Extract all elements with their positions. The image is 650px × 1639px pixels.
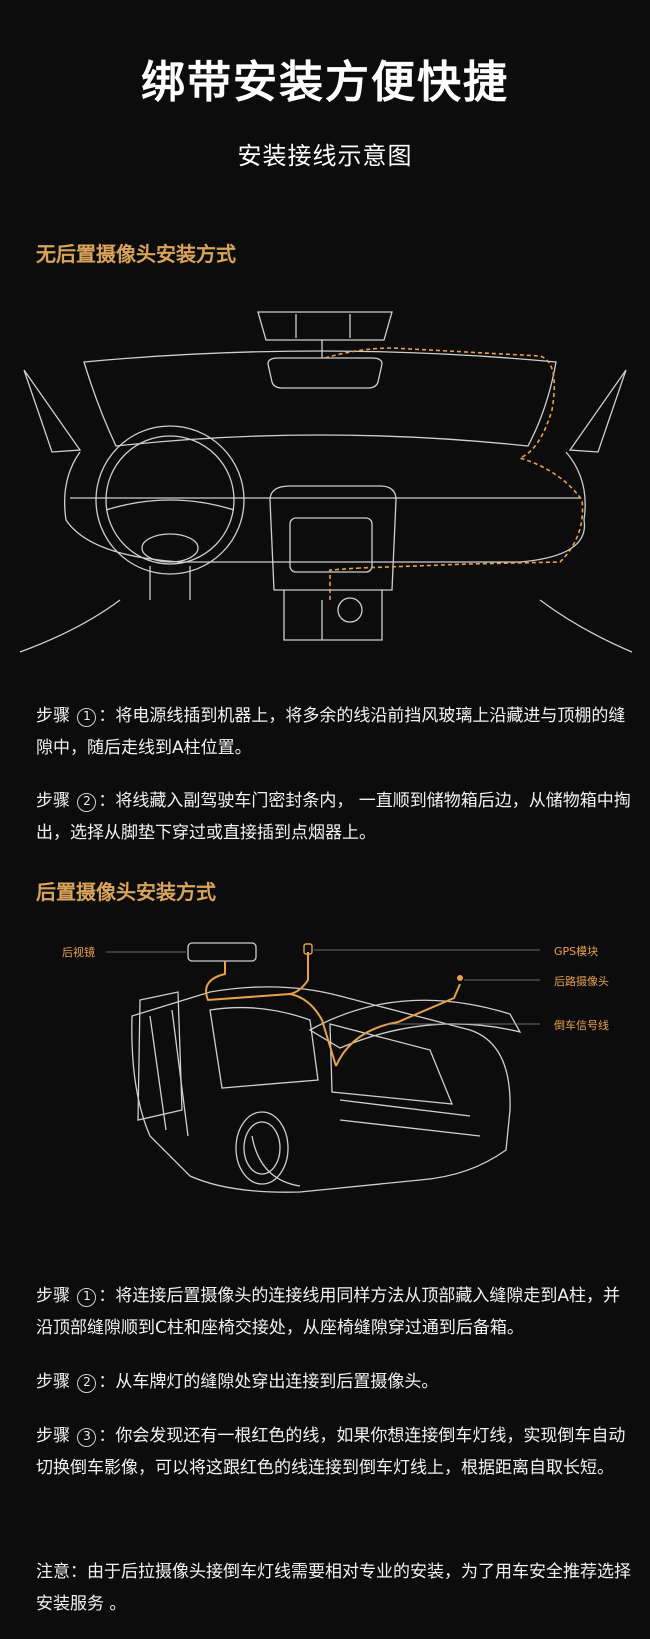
section-heading-rear-camera: 后置摄像头安装方式 <box>36 880 216 904</box>
label-reverse-signal-wire: 倒车信号线 <box>554 1019 609 1032</box>
page-title: 绑带安装方便快捷 <box>141 57 509 108</box>
section1-step-2: 步骤 2：将线藏入副驾驶车门密封条内， 一直顺到储物箱后边，从储物箱中掏出，选择… <box>36 791 631 843</box>
section2-step-3: 步骤 3：你会发现还有一根红色的线，如果你想连接倒车灯线，实现倒车自动切换倒车影… <box>36 1426 626 1478</box>
section-heading-no-rear-camera: 无后置摄像头安装方式 <box>36 242 236 266</box>
installation-note: 注意：由于后拉摄像头接倒车灯线需要相对专业的安装，为了用车安全推荐选择安装服务 … <box>36 1562 631 1614</box>
label-rearview-mirror: 后视镜 <box>62 946 95 959</box>
label-gps-module: GPS模块 <box>554 945 599 958</box>
page-subtitle: 安装接线示意图 <box>237 142 413 170</box>
car-rear-camera-wiring-illustration <box>106 942 540 1193</box>
label-rear-camera: 后路摄像头 <box>554 975 609 988</box>
step-number-badge: 3 <box>77 1428 97 1447</box>
step-number-badge: 2 <box>77 793 97 812</box>
dashboard-wiring-illustration <box>19 311 633 653</box>
section2-step-2: 步骤 2：从车牌灯的缝隙处穿出连接到后置摄像头。 <box>36 1372 439 1393</box>
step-number-badge: 1 <box>77 1288 97 1307</box>
section2-step-1: 步骤 1：将连接后置摄像头的连接线用同样方法从顶部藏入缝隙走到A柱，并沿顶部缝隙… <box>36 1286 621 1338</box>
step-number-badge: 2 <box>77 1374 97 1393</box>
section1-step-1: 步骤 1：将电源线插到机器上，将多余的线沿前挡风玻璃上沿藏进与顶棚的缝隙中，随后… <box>36 706 626 758</box>
step-number-badge: 1 <box>77 708 97 727</box>
